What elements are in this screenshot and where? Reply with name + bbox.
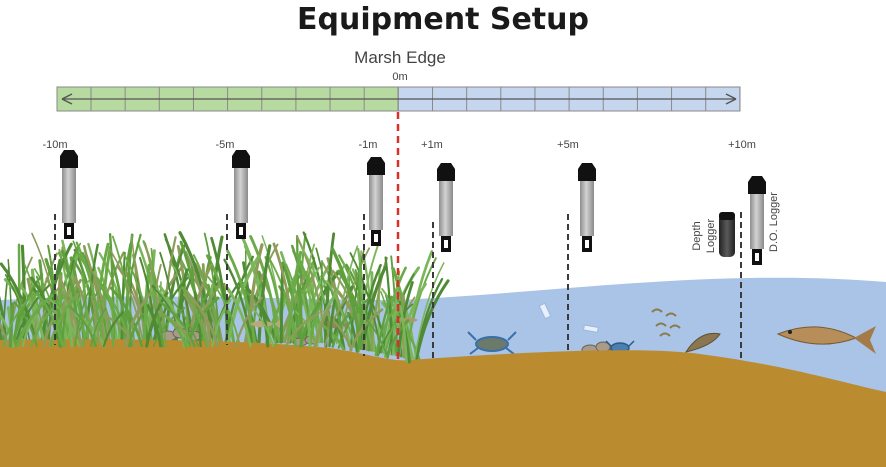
position-label-plus-10m: +10m	[728, 139, 756, 151]
shrimp-group	[651, 308, 681, 337]
sediment	[0, 339, 886, 467]
page-title: Equipment Setup	[297, 2, 589, 37]
marsh-grass-front	[0, 284, 414, 364]
depth-logger-label-line1: Depth	[691, 221, 703, 250]
do-sensor	[578, 163, 596, 252]
marsh-edge-label: Marsh Edge	[354, 48, 446, 67]
do-sensor	[437, 163, 455, 252]
transect-bar	[56, 86, 741, 112]
do-sensor	[748, 176, 766, 265]
zero-label: 0m	[392, 71, 407, 83]
toadfish	[684, 332, 721, 353]
position-label-minus-10m: -10m	[42, 139, 67, 151]
depth-logger	[719, 212, 735, 257]
do-sensor	[232, 150, 250, 239]
position-label-minus-5m: -5m	[216, 139, 235, 151]
stake-lines	[54, 212, 742, 362]
position-label-minus-1m: -1m	[359, 139, 378, 151]
depth-logger-label-line2: Logger	[705, 219, 717, 254]
position-label-plus-5m: +5m	[557, 139, 579, 151]
do-sensor	[60, 150, 78, 239]
do-sensor	[367, 157, 385, 246]
debris	[538, 302, 599, 333]
do-logger-label: D.O. Logger	[768, 192, 780, 252]
blue-crab	[467, 331, 517, 355]
large-fish	[776, 326, 876, 354]
position-label-plus-1m: +1m	[421, 139, 443, 151]
